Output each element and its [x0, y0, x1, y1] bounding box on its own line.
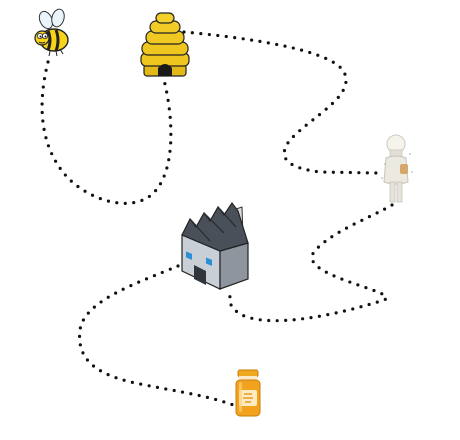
connector-beehive-to-beekeeper	[182, 30, 380, 175]
connector-factory-to-honeyjar	[77, 264, 238, 408]
connector-beekeeper-to-factory	[228, 203, 394, 323]
connectors	[40, 30, 394, 408]
beehive-icon	[140, 12, 190, 77]
honey-jar-icon	[235, 369, 261, 417]
bee-icon	[34, 8, 69, 57]
connector-bee-to-beehive	[40, 60, 173, 205]
factory-icon	[181, 201, 249, 290]
beekeeper-icon	[381, 134, 413, 203]
